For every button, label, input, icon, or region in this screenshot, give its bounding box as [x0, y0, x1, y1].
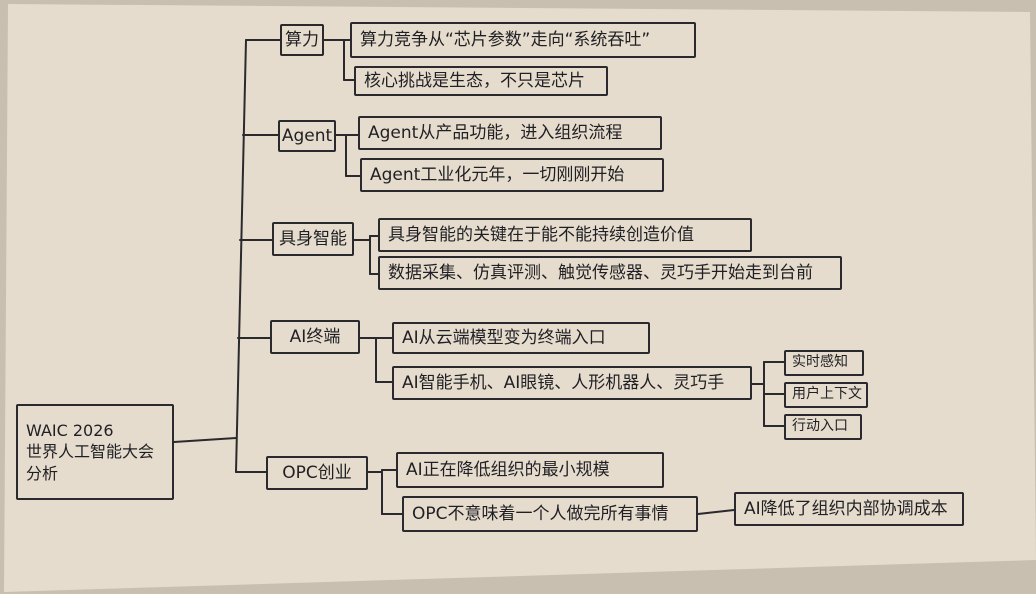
- root-node: WAIC 2026 世界人工智能大会 分析: [16, 404, 174, 500]
- branch-ai-terminal-sub-3: 行动入口: [784, 414, 862, 440]
- branch-suanli: 算力: [280, 24, 324, 56]
- branch-ai-terminal-sub-1: 实时感知: [784, 350, 864, 376]
- root-title-line1: WAIC 2026: [26, 420, 114, 440]
- branch-opc-item-1: AI正在降低组织的最小规模: [396, 452, 664, 488]
- paper-sheet-shape: [4, 4, 1036, 592]
- branch-embodied-item-2: 数据采集、仿真评测、触觉传感器、灵巧手开始走到台前: [378, 256, 842, 290]
- branch-embodied-item-1: 具身智能的关键在于能不能持续创造价值: [378, 218, 752, 252]
- branch-ai-terminal-item-2: AI智能手机、AI眼镜、人形机器人、灵巧手: [392, 366, 752, 400]
- branch-suanli-item-2: 核心挑战是生态，不只是芯片: [354, 66, 608, 96]
- branch-agent: Agent: [278, 120, 336, 152]
- branch-opc-sub-1: AI降低了组织内部协调成本: [734, 492, 964, 526]
- branch-suanli-item-1: 算力竞争从“芯片参数”走向“系统吞吐”: [350, 22, 696, 58]
- connector-root-trunk: [173, 437, 237, 443]
- connector-opc-sub: [697, 509, 735, 515]
- root-title-line2: 世界人工智能大会: [26, 442, 155, 462]
- branch-agent-item-2: Agent工业化元年，一切刚刚开始: [360, 158, 664, 192]
- branch-ai-terminal-item-1: AI从云端模型变为终端入口: [392, 322, 650, 354]
- connector-trunk: [235, 39, 247, 473]
- branch-ai-terminal-sub-2: 用户上下文: [784, 382, 868, 408]
- branch-agent-item-1: Agent从产品功能，进入组织流程: [358, 116, 662, 150]
- branch-opc: OPC创业: [266, 456, 368, 490]
- branch-ai-terminal: AI终端: [270, 320, 360, 354]
- branch-opc-item-2: OPC不意味着一个人做完所有事情: [402, 496, 698, 532]
- root-title-line3: 分析: [26, 463, 59, 483]
- branch-embodied: 具身智能: [272, 222, 354, 256]
